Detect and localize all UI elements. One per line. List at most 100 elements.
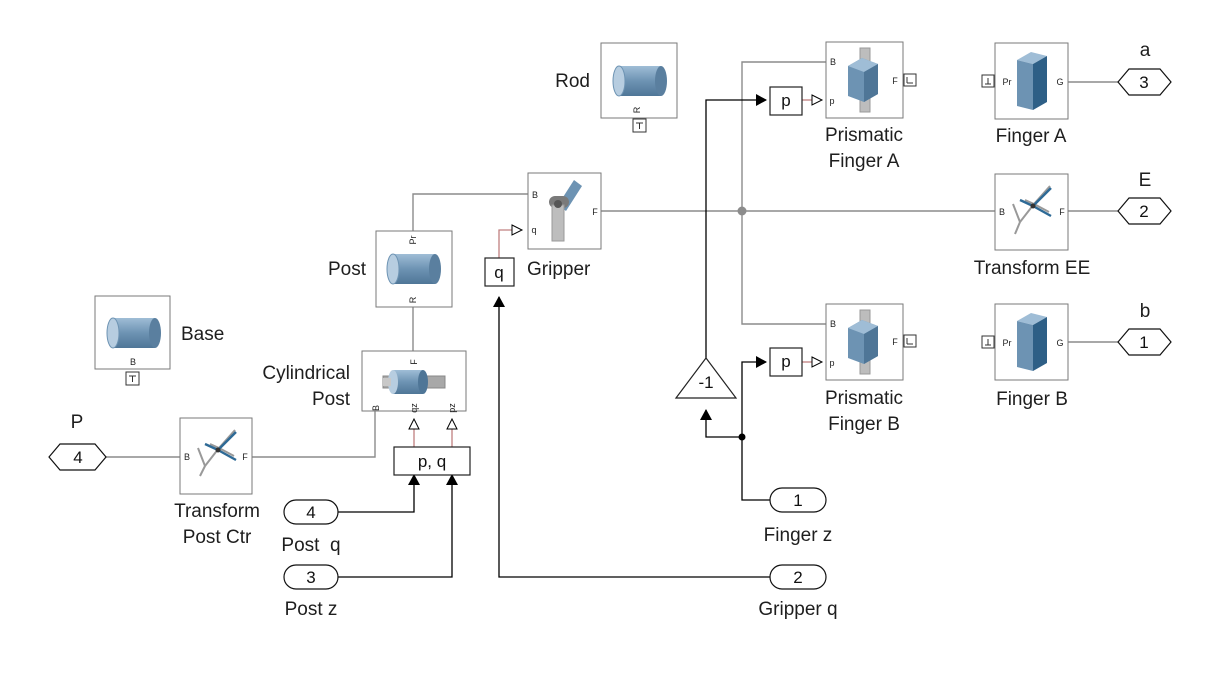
revolute-joint-icon xyxy=(549,180,582,242)
inport-finger-z-num: 1 xyxy=(793,491,802,510)
gripper-block[interactable]: B F q xyxy=(511,172,602,250)
sig-postq xyxy=(338,474,420,513)
transform-post-label-1: Transform xyxy=(174,501,260,522)
transform-post-label-2: Post Ctr xyxy=(183,527,252,548)
gain-block[interactable]: -1 xyxy=(674,357,738,399)
prismatic-b-label-2: Finger B xyxy=(828,414,900,435)
transform-ee-block[interactable]: B F xyxy=(994,173,1069,251)
port-qz: qz xyxy=(409,403,419,413)
conn-port-p-label: P xyxy=(71,412,84,433)
frame-transform-icon xyxy=(1012,185,1052,235)
port-q: q xyxy=(531,225,536,235)
ps-q-to-gripper xyxy=(498,229,512,258)
port-b: B xyxy=(130,357,136,367)
physical-connections xyxy=(106,61,1118,458)
ps-converter-pq-text: p, q xyxy=(418,452,446,471)
base-label: Base xyxy=(181,324,224,345)
port-b: B xyxy=(830,57,836,67)
cylinder-icon xyxy=(386,253,441,285)
inport-finger-z-label: Finger z xyxy=(764,525,833,546)
conn-port-b[interactable]: 1 xyxy=(1117,328,1172,356)
prismatic-b-label-1: Prismatic xyxy=(825,388,903,409)
port-r: R xyxy=(408,296,418,303)
inport-gripper-q-num: 2 xyxy=(793,568,802,587)
cylinder-icon xyxy=(612,65,667,97)
inport-post-z-num: 3 xyxy=(306,568,315,587)
signal-connections xyxy=(338,94,770,578)
ps-port-pz xyxy=(446,417,458,430)
transform-post-ctr-block[interactable]: B F xyxy=(179,417,253,495)
conn-port-e[interactable]: 2 xyxy=(1117,197,1172,225)
conn-port-e-label: E xyxy=(1139,170,1152,191)
ps-converter-q[interactable]: q xyxy=(484,257,515,287)
frame-connector-icon xyxy=(903,73,917,87)
cylinder-icon xyxy=(106,317,161,349)
sig-gripperq xyxy=(493,296,770,578)
port-b: B xyxy=(830,319,836,329)
ps-port-p xyxy=(811,94,824,106)
sig-fingerz-to-psb xyxy=(741,356,767,437)
inport-post-q-num: 4 xyxy=(306,503,315,522)
prismatic-joint-icon xyxy=(848,47,878,113)
junction-dot xyxy=(737,206,747,216)
finger-a-block[interactable]: Pr G xyxy=(981,42,1069,120)
conn-port-a[interactable]: 3 xyxy=(1117,68,1172,96)
prismatic-joint-icon xyxy=(848,309,878,375)
port-f: F xyxy=(892,76,898,86)
frame-connector-icon xyxy=(632,118,647,133)
prismatic-finger-a-block[interactable]: B F p xyxy=(811,41,917,119)
prismatic-a-label-2: Finger A xyxy=(829,151,900,172)
inport-finger-z[interactable]: 1 xyxy=(769,487,827,513)
port-b: B xyxy=(532,190,538,200)
ps-port-qz xyxy=(408,417,420,430)
wire-to-pris-b xyxy=(741,211,826,325)
finger-b-block[interactable]: Pr G xyxy=(981,303,1069,381)
port-f: F xyxy=(892,337,898,347)
ps-converter-q-text: q xyxy=(494,263,503,282)
ps-connections xyxy=(413,99,812,447)
frame-connector-icon xyxy=(981,335,995,349)
inport-post-z-label: Post z xyxy=(285,599,338,620)
port-pr: Pr xyxy=(408,235,418,244)
ps-converter-pq[interactable]: p, q xyxy=(393,446,471,476)
ps-converter-pa-text: p xyxy=(781,91,790,110)
port-pr: Pr xyxy=(1003,338,1012,348)
port-p: p xyxy=(829,96,834,106)
sig-fingerz-to-gain xyxy=(700,409,770,501)
prismatic-finger-b-block[interactable]: B F p xyxy=(811,303,917,381)
rod-block[interactable]: R xyxy=(600,42,678,133)
inport-post-z[interactable]: 3 xyxy=(283,564,339,590)
brick-solid-icon xyxy=(1017,313,1047,371)
port-p: p xyxy=(829,358,834,368)
brick-solid-icon xyxy=(1017,52,1047,110)
cylindrical-joint-icon xyxy=(382,370,446,394)
port-r: R xyxy=(632,106,642,113)
wire-to-pris-a xyxy=(741,61,826,211)
finger-b-label: Finger B xyxy=(996,389,1068,410)
wire-post-to-gripper xyxy=(412,193,528,231)
inport-gripper-q-label: Gripper q xyxy=(758,599,837,620)
port-b: B xyxy=(184,452,190,462)
port-f: F xyxy=(1059,207,1065,217)
port-b: B xyxy=(371,405,381,411)
ps-converter-pa[interactable]: p xyxy=(769,86,803,116)
conn-port-e-num: 2 xyxy=(1139,202,1148,221)
ps-port-p xyxy=(811,356,824,368)
signal-junction xyxy=(738,433,746,441)
frame-transform-icon xyxy=(197,429,237,477)
post-block[interactable]: Pr R xyxy=(375,230,453,308)
inport-gripper-q[interactable]: 2 xyxy=(769,564,827,590)
finger-a-label: Finger A xyxy=(996,126,1067,147)
cylindrical-post-block[interactable]: F B qz pz xyxy=(361,350,467,430)
base-block[interactable]: B xyxy=(94,295,171,386)
frame-connector-icon xyxy=(903,334,917,348)
port-f: F xyxy=(242,452,248,462)
gain-value: -1 xyxy=(698,373,713,392)
transform-ee-label: Transform EE xyxy=(974,258,1091,279)
inport-post-q[interactable]: 4 xyxy=(283,499,339,525)
conn-port-p[interactable]: 4 xyxy=(48,443,107,471)
port-b: B xyxy=(999,207,1005,217)
port-f: F xyxy=(592,207,598,217)
ps-converter-pb[interactable]: p xyxy=(769,347,803,377)
frame-connector-icon xyxy=(981,74,995,88)
